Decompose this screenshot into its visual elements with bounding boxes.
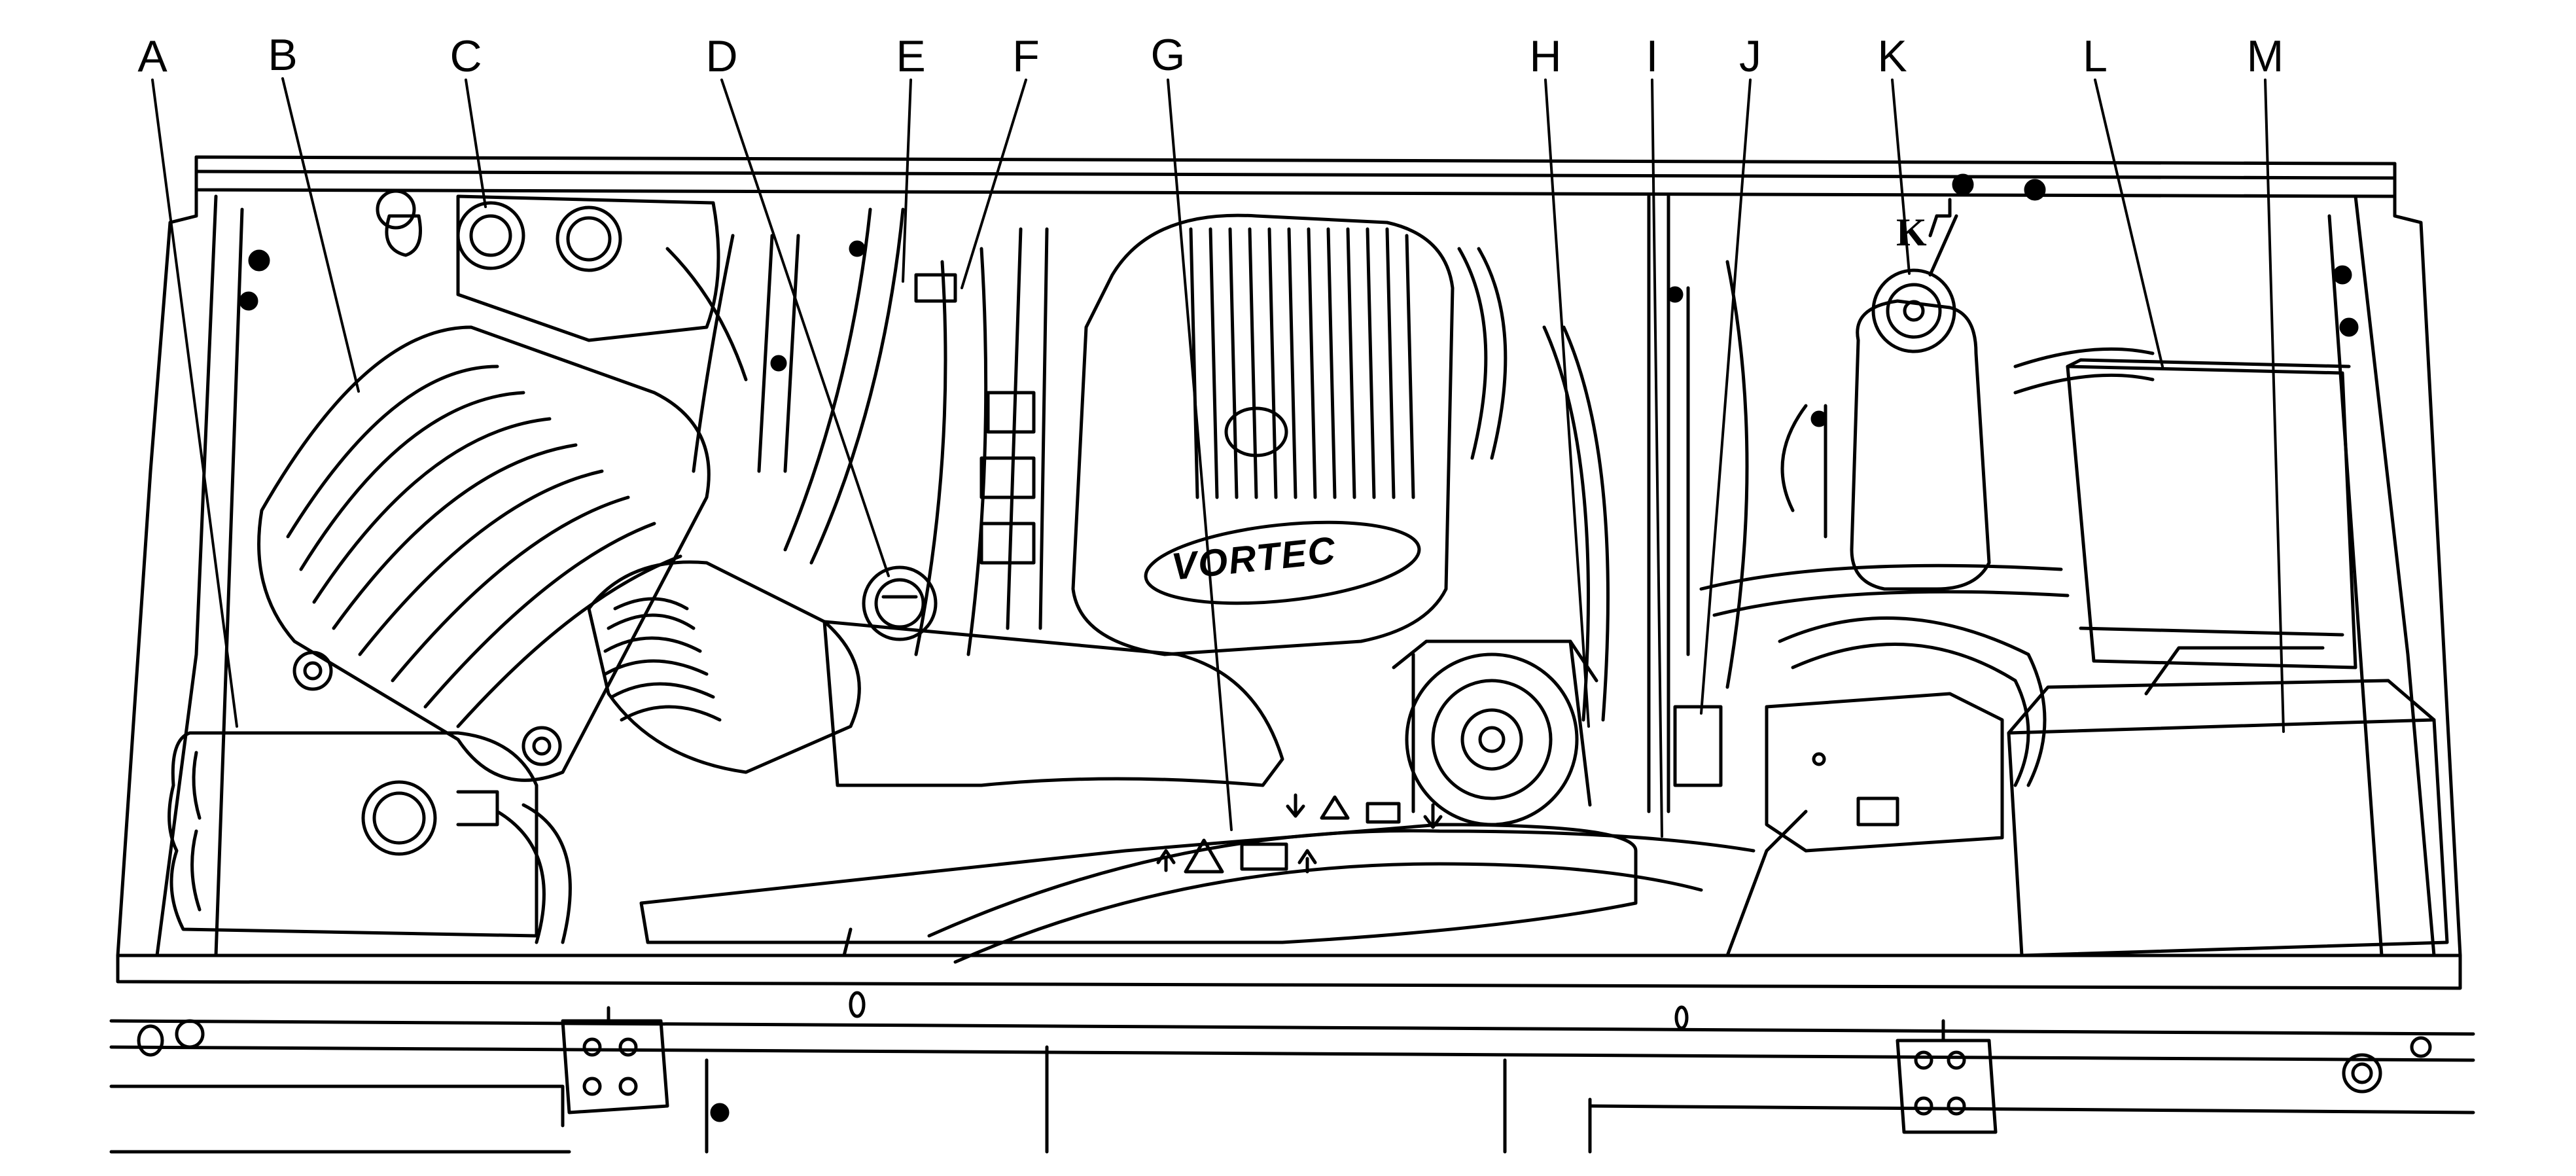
alternator: [1392, 639, 1598, 827]
callout-B: B: [268, 30, 298, 80]
warning-pictograms: [1156, 793, 1443, 874]
cowl-frame: [116, 155, 2462, 957]
battery: [2007, 646, 2449, 957]
coolant-cap-area: [376, 189, 720, 342]
leader-lines: [151, 77, 2285, 838]
callout-K: K: [1877, 31, 1907, 81]
center-right-harness: [1457, 194, 1749, 813]
callout-J: J: [1739, 31, 1761, 81]
k-inset-marker: [1928, 198, 1958, 277]
hood-hinge-right: [1896, 1019, 1998, 1134]
air-cleaner: [257, 325, 711, 782]
radiator-support: [109, 953, 2475, 1154]
callout-G: G: [1150, 30, 1186, 80]
callout-I: I: [1646, 31, 1659, 81]
inset-label-K: K: [1896, 211, 1927, 254]
callout-C: C: [450, 31, 482, 81]
air-intake-duct: [587, 560, 1638, 944]
callout-H: H: [1529, 31, 1562, 81]
washer-reservoir: [168, 731, 572, 944]
engine-cover: [1071, 213, 1455, 656]
callout-E: E: [896, 31, 926, 81]
callout-F: F: [1012, 31, 1040, 81]
bolts: [239, 173, 2359, 1122]
oil-fill-cap: [862, 565, 938, 641]
right-harness-bundle: [1699, 347, 2155, 957]
callout-A: A: [137, 31, 168, 81]
callout-D: D: [705, 31, 738, 81]
hood-hinge-left: [561, 1006, 669, 1114]
callout-L: L: [2083, 31, 2108, 81]
underhood-fuse-block: [2066, 358, 2357, 669]
control-module: [1765, 692, 2004, 853]
brake-reservoir: [1780, 268, 1991, 591]
center-left-hoses: [665, 207, 1049, 656]
fan-shroud: [842, 829, 1756, 964]
callout-M: M: [2246, 31, 2284, 81]
